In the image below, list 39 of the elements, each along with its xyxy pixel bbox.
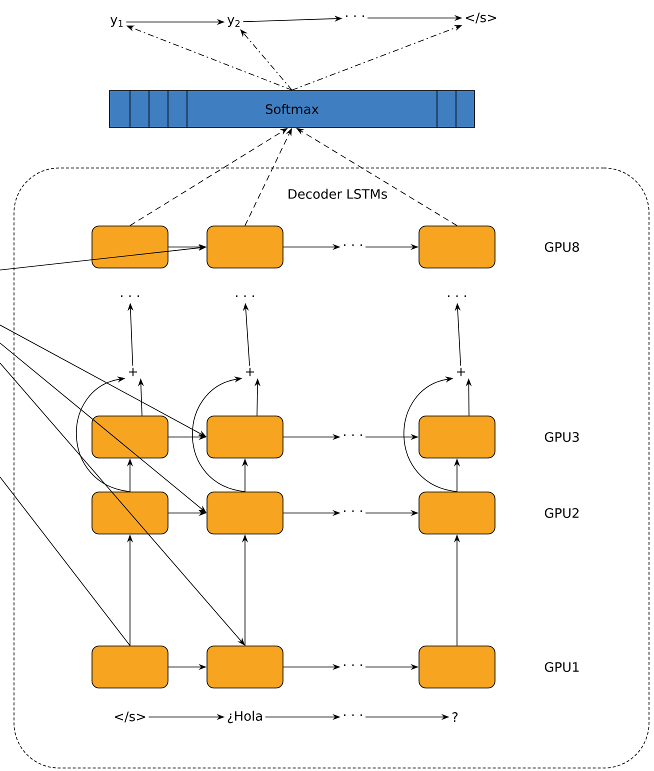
connector-line xyxy=(0,476,130,646)
token-text: · · · xyxy=(344,510,362,512)
lstm-cell xyxy=(92,226,168,268)
gpu-label: GPU2 xyxy=(544,508,579,518)
token-text: ? xyxy=(452,712,458,722)
token-text: · · · xyxy=(344,434,362,436)
token-text: + xyxy=(246,368,254,376)
gpu-label: GPU3 xyxy=(544,432,579,442)
lstm-cell xyxy=(206,416,284,458)
gpu-label: GPU1 xyxy=(544,662,579,672)
token-text: · · · xyxy=(346,15,364,17)
token-text: · · · xyxy=(344,714,362,716)
token-text: · · · xyxy=(121,295,139,297)
gpu-label: GPU8 xyxy=(544,242,579,252)
lstm-cell xyxy=(92,492,168,534)
arrow xyxy=(404,376,458,492)
lstm-cell xyxy=(206,226,284,268)
lstm-cell xyxy=(92,646,168,688)
lstm-cell xyxy=(418,646,496,688)
lstm-cell xyxy=(418,416,496,458)
token-text: y$_{2}$ xyxy=(227,17,240,27)
token-text: · · · xyxy=(344,244,362,246)
arrow xyxy=(76,376,130,492)
token-text: · · · xyxy=(448,295,466,297)
token-text: + xyxy=(128,368,138,376)
token-text: </s> xyxy=(114,712,146,722)
token-text: · · · xyxy=(344,664,362,666)
token-text: ¿Hola xyxy=(228,710,262,724)
token-text: y$_{1}$ xyxy=(110,17,123,27)
lstm-cell xyxy=(206,646,284,688)
softmax-bar: Softmax xyxy=(109,90,475,128)
lstm-cell xyxy=(206,492,284,534)
lstm-cell xyxy=(92,416,168,458)
lstm-cell xyxy=(418,226,496,268)
lstm-cell xyxy=(418,492,496,534)
token-text: </s> xyxy=(466,12,496,24)
token-text: + xyxy=(456,368,466,376)
arrow xyxy=(192,376,246,492)
token-text: · · · xyxy=(236,295,254,297)
